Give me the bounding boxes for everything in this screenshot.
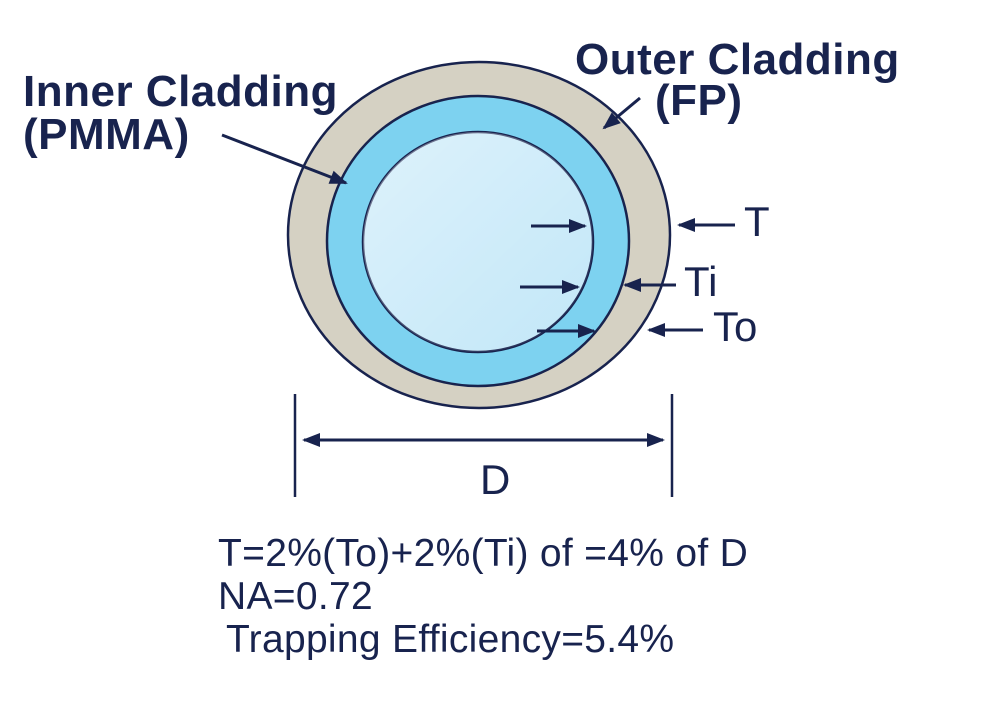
inner-cladding-leader-arrow [221, 133, 348, 185]
t-label: T [744, 198, 770, 245]
d-label: D [480, 456, 510, 503]
inner-cladding-material-label: (PMMA) [23, 110, 190, 159]
outer-cladding-leader-arrow [602, 96, 641, 130]
formula-line-na: NA=0.72 [218, 575, 373, 618]
outer-cladding-material-label: (FP) [655, 76, 743, 125]
to-label: To [713, 303, 757, 350]
formula-line-thickness: T=2%(To)+2%(Ti) of =4% of D [218, 532, 748, 575]
fiber-core-sheen [363, 132, 593, 352]
ti-label: Ti [684, 258, 717, 305]
inner-cladding-label: Inner Cladding [23, 67, 338, 116]
outer-cladding-label: Outer Cladding [575, 35, 900, 84]
formula-line-trapping-efficiency: Trapping Efficiency=5.4% [226, 618, 674, 661]
